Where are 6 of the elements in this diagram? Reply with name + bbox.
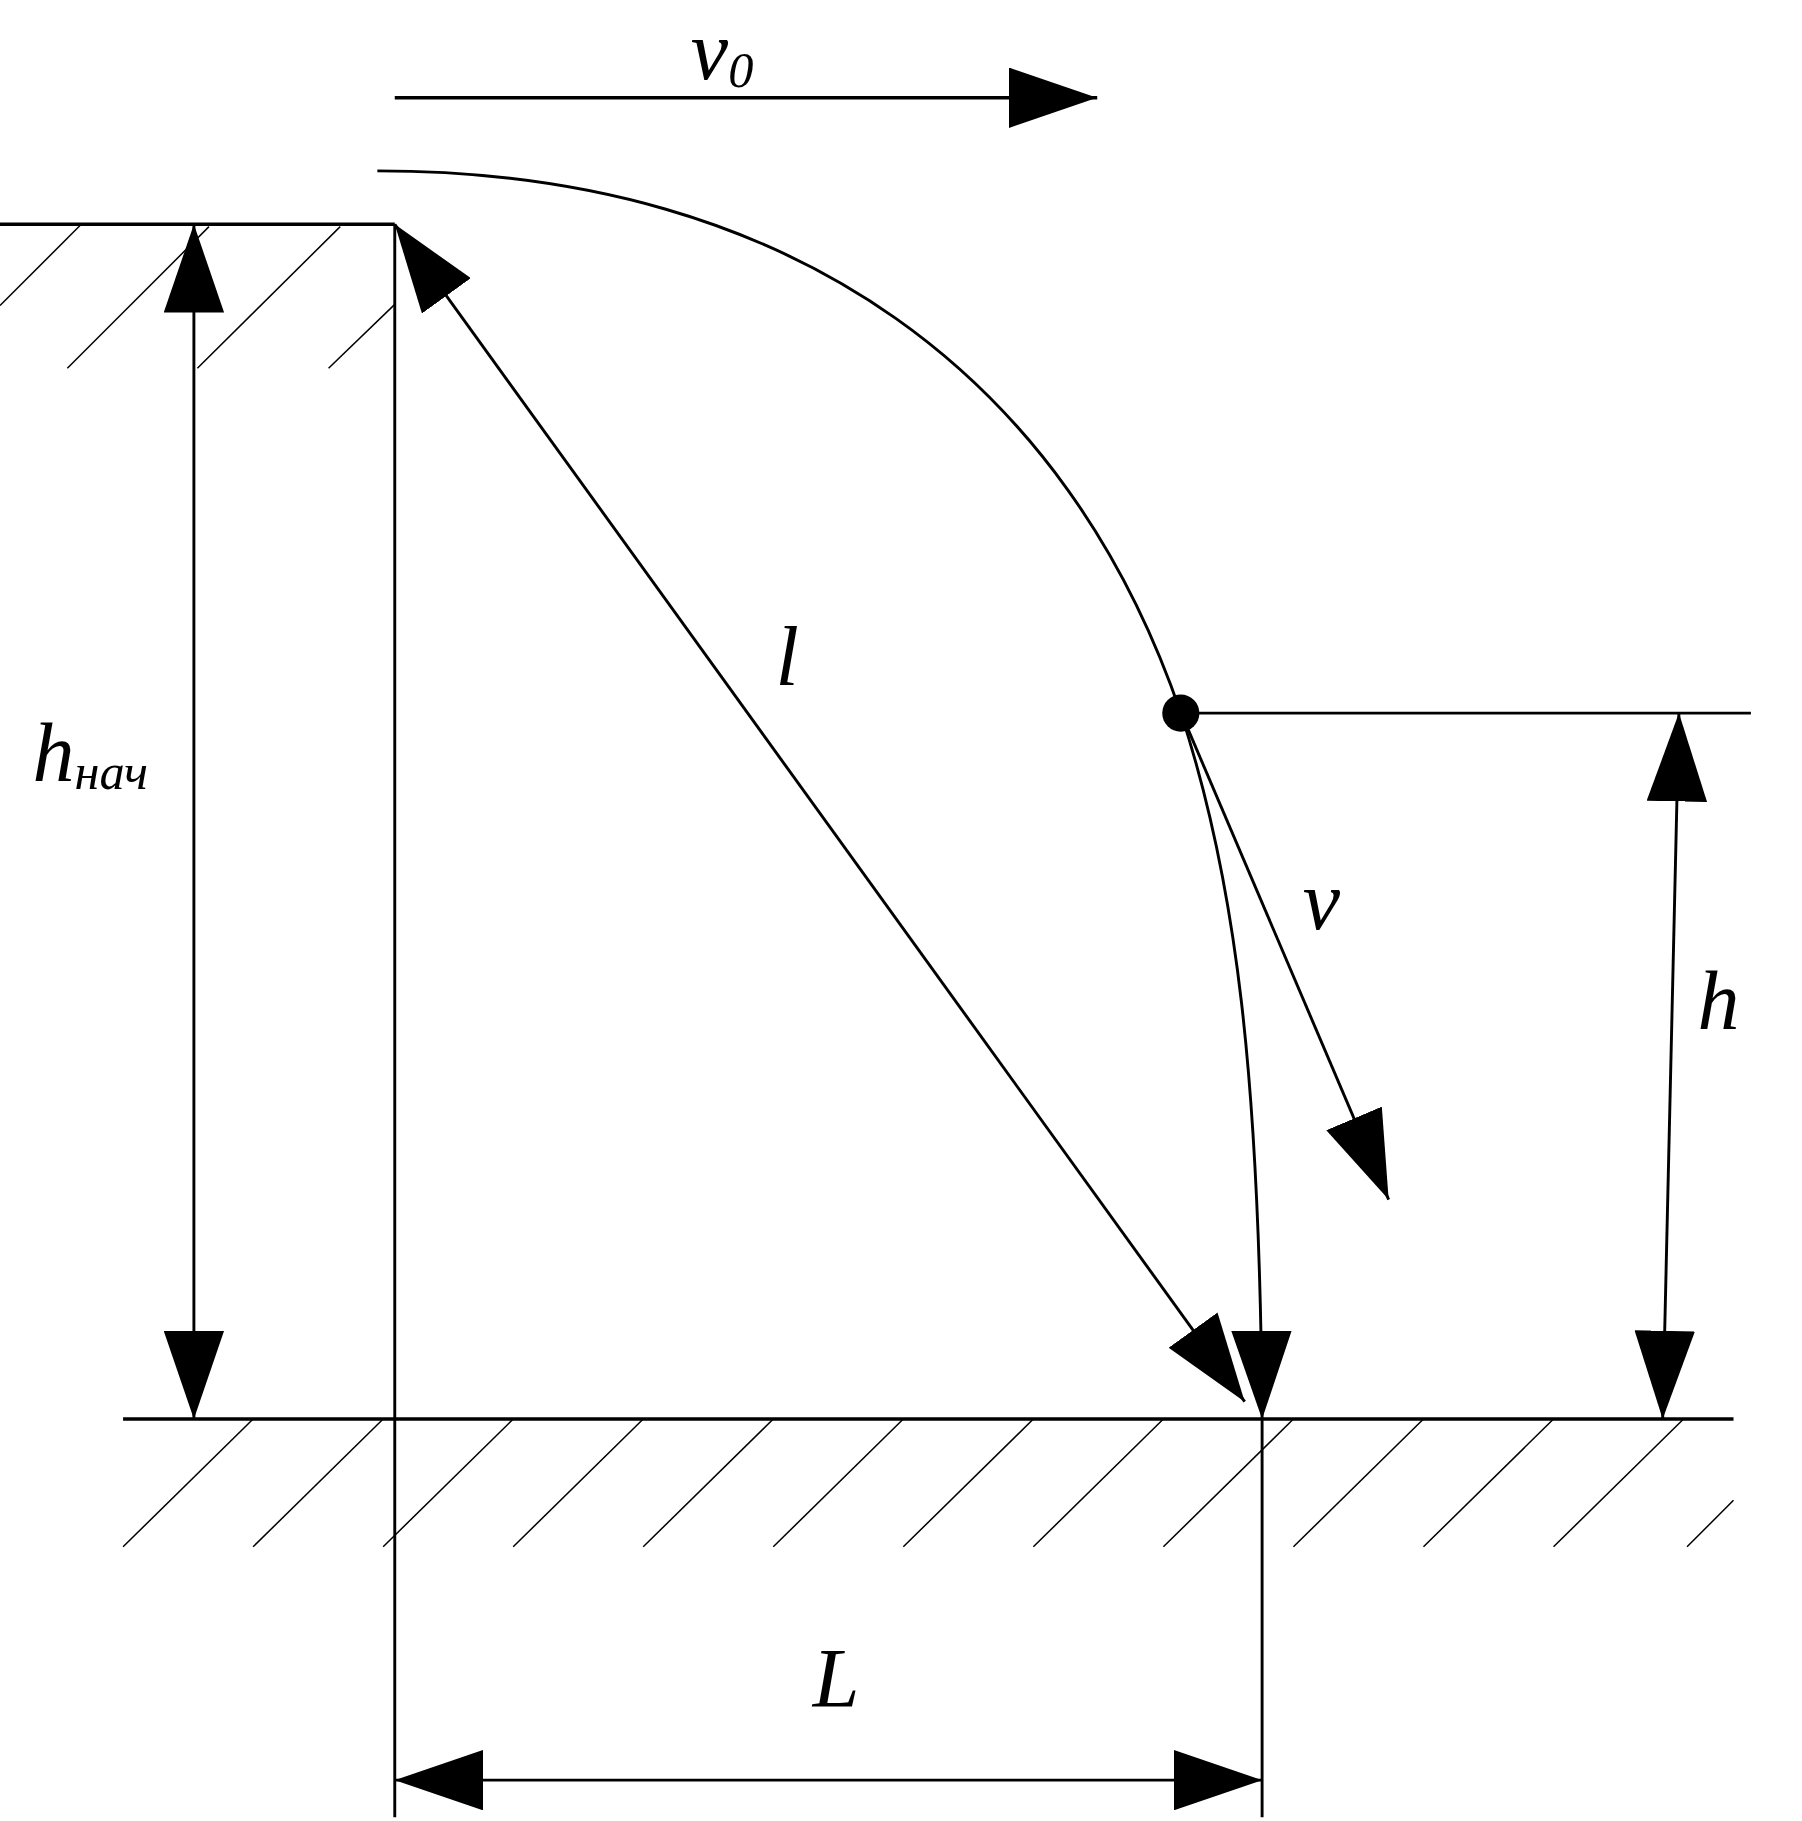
variable-label: h [1697,959,1740,1044]
variable-label: l [775,615,799,700]
variable-label: L [812,1637,860,1722]
variable-label: h$_{нач}$ [32,710,149,797]
variable-label: v$_{0}$ [690,9,754,96]
variable-label: v [1302,859,1341,944]
